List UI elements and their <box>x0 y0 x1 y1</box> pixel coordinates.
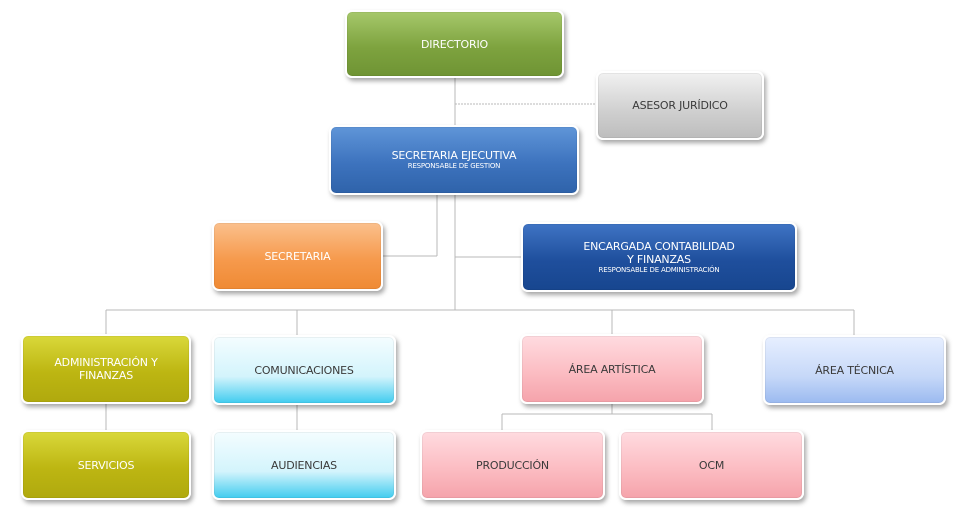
node-comunicaciones: COMUNICACIONES <box>212 335 396 405</box>
node-label: AUDIENCIAS <box>271 458 337 472</box>
node-label: DIRECTORIO <box>421 37 488 51</box>
node-sublabel: RESPONSABLE DE GESTION <box>407 162 501 170</box>
node-label: OCM <box>698 458 725 472</box>
node-label: ÁREA ARTÍSTICA <box>568 362 656 376</box>
node-label: COMUNICACIONES <box>254 363 354 377</box>
node-secretaria-ejecutiva: SECRETARIA EJECUTIVA RESPONSABLE DE GEST… <box>329 125 579 195</box>
node-produccion: PRODUCCIÓN <box>420 430 605 500</box>
node-servicios: SERVICIOS <box>21 430 191 500</box>
node-label-line2: FINANZAS <box>79 369 133 382</box>
node-asesor-juridico: ASESOR JURÍDICO <box>596 71 764 140</box>
node-area-tecnica: ÁREA TÉCNICA <box>763 335 946 405</box>
node-label: PRODUCCIÓN <box>476 458 549 472</box>
node-label-line2: Y FINANZAS <box>627 252 691 266</box>
node-encargada-contabilidad: ENCARGADA CONTABILIDAD Y FINANZAS RESPON… <box>521 222 797 292</box>
node-label: SERVICIOS <box>77 458 135 472</box>
node-administracion-finanzas: ADMINISTRACIÓN Y FINANZAS <box>21 334 191 404</box>
node-label: ASESOR JURÍDICO <box>632 99 728 112</box>
node-label-line1: ENCARGADA CONTABILIDAD <box>583 239 735 253</box>
node-label-line1: ADMINISTRACIÓN Y <box>54 356 158 369</box>
node-area-artistica: ÁREA ARTÍSTICA <box>520 334 704 404</box>
node-ocm: OCM <box>619 430 804 500</box>
node-directorio: DIRECTORIO <box>345 10 564 78</box>
node-label: SECRETARIA <box>264 249 331 263</box>
node-label: ÁREA TÉCNICA <box>815 363 894 377</box>
node-sublabel: RESPONSABLE DE ADMINISTRACIÓN <box>598 265 720 274</box>
node-secretaria: SECRETARIA <box>212 221 383 291</box>
node-audiencias: AUDIENCIAS <box>212 430 396 500</box>
node-label: SECRETARIA EJECUTIVA <box>391 149 517 162</box>
